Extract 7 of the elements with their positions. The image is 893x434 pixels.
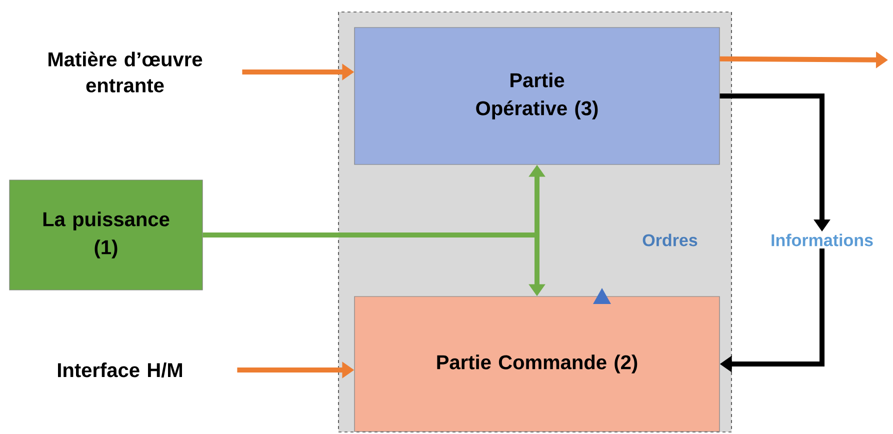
signal-label: Ordres bbox=[642, 234, 698, 246]
signal-text: Informations bbox=[772, 234, 873, 246]
process-box: Partie Commande (2) bbox=[354, 296, 720, 432]
process-box: Partie Opérative (3) bbox=[354, 27, 720, 165]
input-text: Interface H/M bbox=[58, 362, 182, 378]
input-text: Matière d’œuvre entrante bbox=[48, 52, 202, 92]
power-box: La puissance (1) bbox=[9, 180, 203, 290]
